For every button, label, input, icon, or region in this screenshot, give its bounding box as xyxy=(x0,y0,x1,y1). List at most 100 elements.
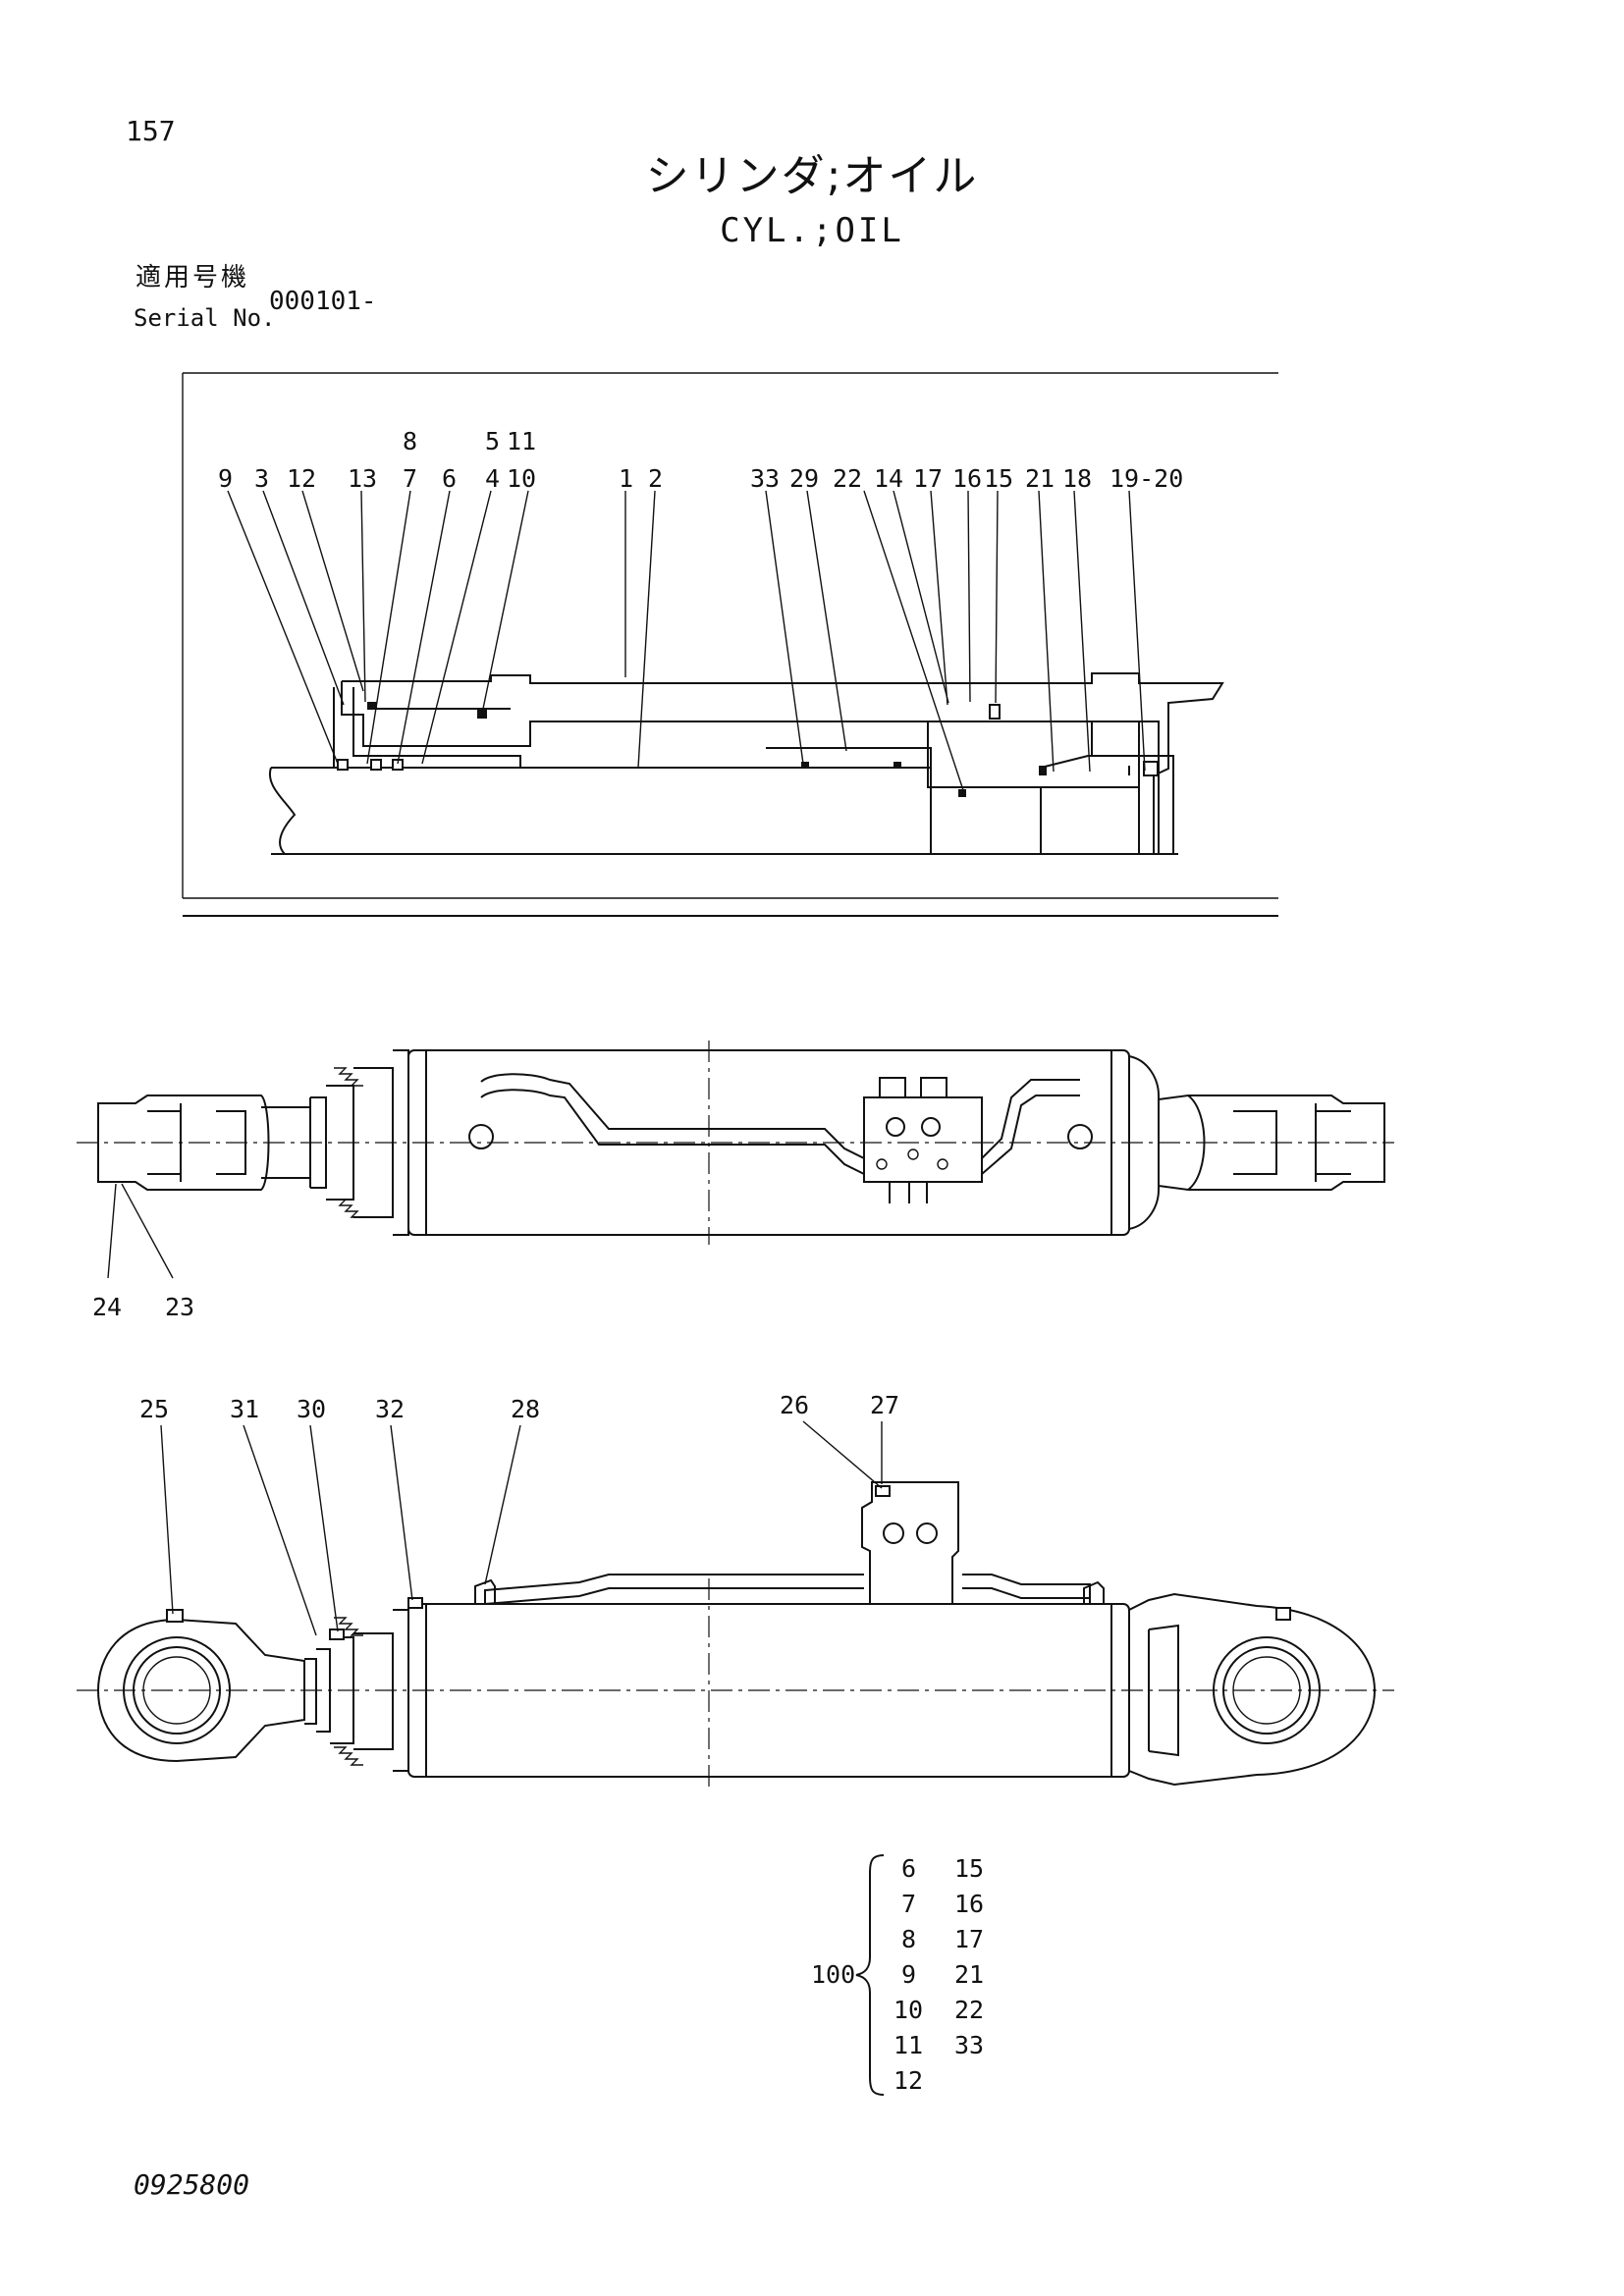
kit-item-22: 22 xyxy=(954,1996,984,2024)
callout-11: 11 xyxy=(507,427,536,455)
callout-32: 32 xyxy=(375,1395,405,1423)
serial-number-value: 000101- xyxy=(269,287,377,316)
side-valve-block xyxy=(861,1481,959,1604)
top-valve-port-2 xyxy=(921,1117,941,1137)
top-bellows-lower xyxy=(334,1199,363,1218)
callout-9: 9 xyxy=(218,464,233,493)
top-port-left xyxy=(468,1124,494,1149)
top-pipe-left xyxy=(480,1073,865,1175)
kit-item-6: 6 xyxy=(901,1854,916,1883)
seal-i xyxy=(958,789,966,797)
callout-4: 4 xyxy=(485,464,500,493)
kit-list: 100 6 7 8 9 10 11 12 15 16 17 21 22 33 xyxy=(811,1854,984,2096)
callout-21: 21 xyxy=(1025,464,1055,493)
side-leaders xyxy=(160,1420,883,1636)
title-japanese: シリンダ;オイル xyxy=(645,151,979,201)
top-pipe-right xyxy=(981,1079,1080,1175)
side-valve-port-1 xyxy=(883,1522,904,1544)
page-number: 157 xyxy=(126,115,176,147)
callout-2: 2 xyxy=(648,464,663,493)
top-valve-cap-right xyxy=(920,1077,947,1098)
seal-d xyxy=(370,759,382,771)
side-eye-bushing-right-bore xyxy=(1232,1656,1301,1725)
top-valve-port-1 xyxy=(886,1117,905,1137)
side-piston-rod xyxy=(304,1609,409,1772)
section-view: 9 3 12 13 8 7 6 5 11 4 10 1 2 33 29 22 1… xyxy=(182,372,1278,917)
section-rod-cover xyxy=(333,687,521,768)
callout-27: 27 xyxy=(870,1391,899,1419)
side-eye-bushing-right-inner xyxy=(1222,1646,1311,1735)
leader-24 xyxy=(107,1183,117,1279)
callout-13: 13 xyxy=(348,464,377,493)
seal-b xyxy=(477,709,487,719)
section-piston xyxy=(766,721,1140,854)
callout-8: 8 xyxy=(403,427,417,455)
callout-31: 31 xyxy=(230,1395,259,1423)
callout-23: 23 xyxy=(165,1293,194,1321)
side-fitting-30 xyxy=(329,1629,345,1640)
kit-item-7: 7 xyxy=(901,1890,916,1918)
side-rod-eye-left xyxy=(96,1618,305,1763)
side-eye-bushing-left-outer xyxy=(123,1636,231,1744)
callout-19-20: 19-20 xyxy=(1110,464,1183,493)
seal-f xyxy=(801,762,809,768)
callout-33: 33 xyxy=(750,464,780,493)
side-grease-fitting-eye-right xyxy=(1275,1607,1291,1621)
side-valve-port-2 xyxy=(916,1522,938,1544)
section-cylinder-tube xyxy=(342,672,1224,854)
callout-14: 14 xyxy=(874,464,903,493)
kit-item-8: 8 xyxy=(901,1925,916,1953)
seal-g xyxy=(893,762,901,768)
section-gland xyxy=(341,681,1160,747)
top-valve-cap-left xyxy=(879,1077,906,1098)
kit-item-12: 12 xyxy=(893,2066,923,2095)
kit-item-9: 9 xyxy=(901,1960,916,1989)
callout-24: 24 xyxy=(92,1293,122,1321)
callout-10: 10 xyxy=(507,464,536,493)
seal-e xyxy=(392,759,404,771)
callout-28: 28 xyxy=(511,1395,540,1423)
kit-item-17: 17 xyxy=(954,1925,984,1953)
callout-22: 22 xyxy=(833,464,862,493)
section-leaders xyxy=(227,490,1146,794)
kit-number: 100 xyxy=(811,1960,855,1989)
side-bellows-upper xyxy=(334,1617,363,1636)
seal-c xyxy=(337,759,349,771)
side-grease-fitting-left xyxy=(166,1609,184,1623)
top-bellows-upper xyxy=(334,1067,363,1087)
title-english: CYL.;OIL xyxy=(720,211,904,250)
callout-12: 12 xyxy=(287,464,316,493)
side-grease-fitting-right xyxy=(1083,1580,1105,1604)
side-rod-eye-right xyxy=(1128,1592,1377,1787)
callout-5: 5 xyxy=(485,427,500,455)
section-frame xyxy=(182,372,1278,899)
top-rod-eye-left xyxy=(97,1095,270,1191)
leader-23 xyxy=(121,1183,174,1279)
kit-item-11: 11 xyxy=(893,2031,923,2059)
top-port-right xyxy=(1067,1124,1093,1149)
kit-item-16: 16 xyxy=(954,1890,984,1918)
callout-29: 29 xyxy=(789,464,819,493)
callout-17: 17 xyxy=(913,464,943,493)
seal-a xyxy=(367,702,377,710)
callout-25: 25 xyxy=(139,1395,169,1423)
callout-1: 1 xyxy=(619,464,633,493)
seal-j xyxy=(1143,761,1159,776)
side-eye-bushing-right-outer xyxy=(1213,1636,1321,1744)
side-grease-fitting-28 xyxy=(474,1578,496,1604)
callout-30: 30 xyxy=(297,1395,326,1423)
callout-3: 3 xyxy=(254,464,269,493)
side-barrel xyxy=(407,1603,1130,1778)
top-valve-bolt-1 xyxy=(876,1158,888,1170)
seal-k xyxy=(1039,766,1047,775)
kit-item-33: 33 xyxy=(954,2031,984,2059)
section-piston-nut xyxy=(1040,755,1174,854)
top-view: 24 23 xyxy=(77,1041,1394,1321)
side-eye-bushing-left-bore xyxy=(142,1656,211,1725)
side-fitting-32 xyxy=(407,1597,423,1609)
section-piston-rod xyxy=(268,767,932,855)
kit-item-10: 10 xyxy=(893,1996,923,2024)
callout-7: 7 xyxy=(403,464,417,493)
side-view: 25 31 30 32 28 26 27 xyxy=(77,1391,1394,1792)
